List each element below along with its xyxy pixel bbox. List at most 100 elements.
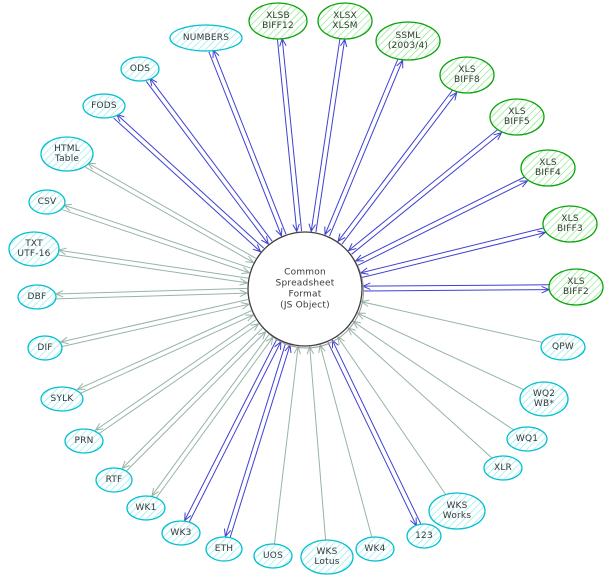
node-rtf: RTF: [95, 467, 133, 493]
node-ellipse: [317, 2, 373, 40]
edge-xls-biff5: [347, 128, 503, 255]
node-ellipse: [120, 56, 160, 82]
edge-uos: [273, 345, 301, 545]
node-ellipse: [519, 381, 569, 417]
edge-xls-biff8: [337, 89, 458, 245]
node-ellipse: [248, 2, 308, 40]
node-ellipse: [489, 98, 545, 136]
node-fods: FODS: [82, 93, 126, 119]
node-eth: ETH: [205, 536, 243, 562]
edge-xlsb-biff12: [276, 37, 303, 233]
edge-n123: [327, 339, 422, 527]
node-ellipse: [17, 284, 57, 310]
node-label: UOS: [263, 551, 283, 561]
edge-xlr: [347, 327, 493, 459]
node-wk1: WK1: [126, 495, 166, 521]
edge-wk4: [318, 343, 373, 538]
node-prn: PRN: [64, 428, 104, 454]
node-label: ODS: [130, 64, 150, 74]
edge-xls-biff2: [361, 282, 551, 294]
edges: [54, 37, 551, 545]
node-ellipse: [40, 386, 84, 412]
edge-txt-utf16: [57, 247, 249, 286]
edge-xls-biff3: [359, 227, 547, 278]
node-label: CSV: [38, 197, 57, 207]
node-wk3: WK3: [161, 520, 201, 546]
edge-csv: [62, 203, 251, 274]
edge-ssml-2003-4: [324, 58, 404, 237]
node-label: WK4: [364, 544, 385, 554]
node-dif: DIF: [27, 335, 63, 361]
node-ellipse: [8, 231, 60, 267]
node-ellipse: [375, 21, 441, 61]
node-xlr: XLR: [483, 455, 523, 481]
node-ellipse: [64, 428, 104, 454]
node-label: QPW: [552, 342, 574, 352]
node-dbf: DBF: [17, 284, 57, 310]
node-ellipse: [506, 426, 548, 452]
node-ellipse: [169, 24, 243, 52]
edge-wq2-wb: [356, 312, 525, 391]
node-label: SYLK: [51, 394, 75, 404]
node-ellipse: [126, 495, 166, 521]
node-ellipse: [439, 56, 495, 94]
node-qpw: QPW: [540, 333, 586, 361]
edge-wk1: [151, 334, 274, 499]
node-uos: UOS: [253, 543, 293, 569]
node-label: FODS: [91, 101, 117, 111]
node-ellipse: [28, 189, 66, 215]
node-label: WK3: [170, 528, 191, 538]
edge-dbf: [54, 287, 249, 300]
node-label: WQ1: [516, 434, 538, 444]
node-ssml-2003-4: SSML(2003/4): [375, 21, 441, 61]
node-ellipse: [548, 268, 604, 306]
node-ellipse: [406, 523, 442, 549]
node-ellipse: [27, 335, 63, 361]
node-ellipse: [542, 205, 598, 243]
edge-rtf: [121, 327, 267, 473]
node-ellipse: [205, 536, 243, 562]
node-ellipse: [95, 467, 133, 493]
node-label: WK1: [135, 503, 156, 513]
edge-xlsx-xlsm: [308, 38, 348, 233]
node-label: NUMBERS: [183, 33, 229, 43]
node-ellipse: [40, 136, 94, 172]
edge-fods: [113, 113, 265, 253]
node-ellipse: [355, 536, 395, 562]
edge-html-table: [85, 162, 256, 264]
node-ellipse: [540, 333, 586, 361]
edge-wks-lotus: [306, 345, 327, 541]
node-ods: ODS: [120, 56, 160, 82]
edge-xls-biff4: [354, 176, 529, 266]
edge-qpw: [360, 299, 543, 343]
node-label: 123: [415, 531, 433, 541]
node-wk4: WK4: [355, 536, 395, 562]
node-ellipse: [300, 539, 354, 575]
node-wq1: WQ1: [506, 426, 548, 452]
